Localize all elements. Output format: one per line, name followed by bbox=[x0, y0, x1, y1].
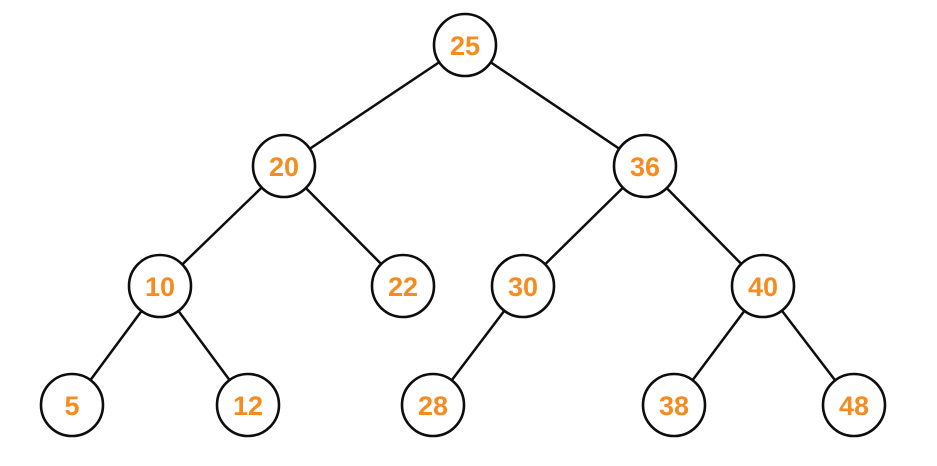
tree-node-38: 38 bbox=[641, 372, 707, 438]
node-circle-38 bbox=[641, 372, 707, 438]
node-value-22: 22 bbox=[388, 272, 418, 302]
tree-node-5: 5 bbox=[39, 372, 105, 438]
tree-node-25: 25 bbox=[432, 12, 498, 78]
tree-node-30: 30 bbox=[490, 253, 556, 319]
node-value-10: 10 bbox=[145, 272, 175, 302]
node-value-5: 5 bbox=[64, 391, 79, 421]
tree-node-36: 36 bbox=[612, 133, 678, 199]
tree-node-12: 12 bbox=[215, 372, 281, 438]
node-circle-20 bbox=[251, 133, 317, 199]
node-circle-40 bbox=[730, 253, 796, 319]
node-value-48: 48 bbox=[839, 391, 869, 421]
node-circle-25 bbox=[432, 12, 498, 78]
tree-node-22: 22 bbox=[370, 253, 436, 319]
node-circle-48 bbox=[821, 372, 887, 438]
node-value-28: 28 bbox=[418, 391, 448, 421]
tree-node-10: 10 bbox=[127, 253, 193, 319]
node-value-25: 25 bbox=[450, 31, 480, 61]
tree-edge-25-20 bbox=[283, 43, 466, 168]
node-value-20: 20 bbox=[269, 152, 299, 182]
node-value-12: 12 bbox=[233, 391, 263, 421]
node-circle-30 bbox=[490, 253, 556, 319]
tree-node-28: 28 bbox=[400, 372, 466, 438]
node-circle-22 bbox=[370, 253, 436, 319]
node-circle-5 bbox=[39, 372, 105, 438]
tree-node-40: 40 bbox=[730, 253, 796, 319]
node-circle-12 bbox=[215, 372, 281, 438]
node-value-40: 40 bbox=[748, 272, 778, 302]
tree-node-48: 48 bbox=[821, 372, 887, 438]
node-circle-10 bbox=[127, 253, 193, 319]
tree-edge-25-36 bbox=[464, 43, 646, 168]
node-value-38: 38 bbox=[659, 391, 689, 421]
node-circle-36 bbox=[612, 133, 678, 199]
node-value-30: 30 bbox=[508, 272, 538, 302]
node-circle-28 bbox=[400, 372, 466, 438]
tree-node-20: 20 bbox=[251, 133, 317, 199]
node-value-36: 36 bbox=[630, 152, 660, 182]
